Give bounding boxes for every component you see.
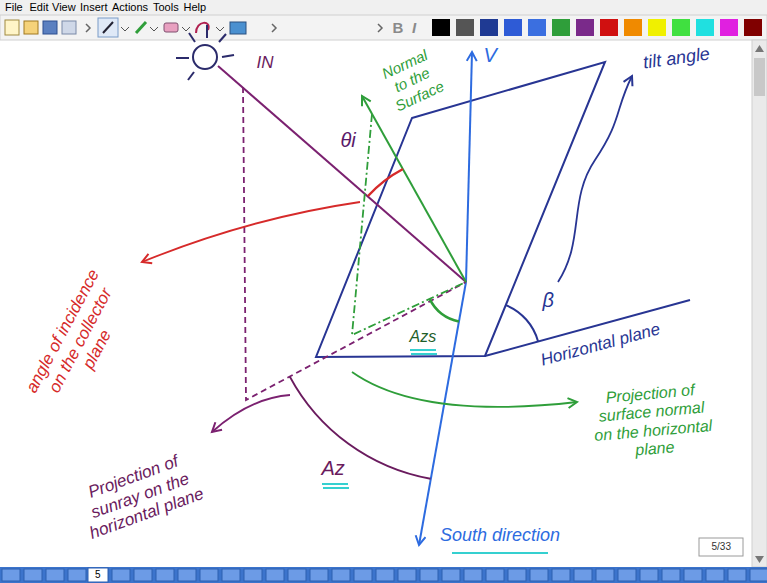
sun-ray bbox=[188, 72, 194, 80]
toolbar-icon bbox=[5, 20, 19, 35]
angle-label: θi bbox=[340, 129, 357, 152]
color-swatch bbox=[528, 19, 546, 36]
color-swatch bbox=[480, 19, 498, 36]
sun-ray bbox=[219, 34, 226, 42]
color-swatch bbox=[744, 19, 762, 36]
page-tab-label: 5 bbox=[95, 569, 101, 581]
azimuth-arc bbox=[290, 377, 431, 479]
current-page-tab bbox=[88, 568, 108, 582]
sun-ray bbox=[176, 57, 189, 59]
color-swatch bbox=[600, 19, 618, 36]
vertical-axis bbox=[466, 52, 472, 282]
color-swatch bbox=[648, 19, 666, 36]
plane-label: Horizontal plane bbox=[537, 319, 663, 370]
surface-normal bbox=[362, 96, 466, 282]
menu-item: Edit bbox=[30, 1, 49, 14]
menu-item: View bbox=[52, 1, 76, 14]
surface-azimuth-arc bbox=[430, 299, 459, 322]
toolbar-icons bbox=[5, 18, 382, 37]
color-swatch bbox=[624, 19, 642, 36]
dropdown-icon bbox=[150, 27, 158, 31]
leader-line bbox=[212, 395, 290, 432]
tilt-angle-pointer bbox=[558, 76, 632, 282]
scroll-thumb bbox=[754, 58, 765, 96]
menu-bar bbox=[0, 0, 767, 15]
axis-label: V bbox=[483, 44, 498, 67]
toolbar bbox=[0, 15, 767, 40]
page-tab-bar bbox=[0, 567, 767, 583]
annotation: Normal to the Surface bbox=[374, 44, 450, 116]
toolbar-icon bbox=[62, 21, 76, 34]
axis-label: South direction bbox=[439, 525, 561, 546]
toolbar-button bbox=[98, 18, 118, 37]
color-swatch bbox=[696, 19, 714, 36]
sun-ray bbox=[189, 33, 195, 42]
annotation: tilt angle bbox=[640, 43, 711, 73]
ray-label: IN bbox=[256, 53, 275, 73]
annotation: Projection of sunray on the horizontal p… bbox=[63, 443, 216, 547]
color-swatch bbox=[456, 19, 474, 36]
color-swatch bbox=[576, 19, 594, 36]
toolbar-chevron bbox=[378, 24, 382, 32]
leader-line bbox=[352, 372, 577, 407]
toolbar-chevron bbox=[272, 24, 276, 32]
normal-projection bbox=[352, 114, 466, 335]
underline bbox=[411, 353, 437, 355]
toolbar-button: I bbox=[412, 19, 416, 36]
color-swatch bbox=[720, 19, 738, 36]
sun-ray bbox=[206, 25, 208, 38]
sun-disc bbox=[193, 45, 217, 69]
toolbar-icon bbox=[230, 22, 246, 34]
annotation: angle of incidence on the collector plan… bbox=[18, 259, 141, 421]
menu-item: File bbox=[5, 1, 23, 14]
scroll-arrow bbox=[755, 45, 764, 52]
dropdown-icon bbox=[121, 27, 129, 31]
angle-label: Az bbox=[321, 457, 346, 480]
dropdown-icon bbox=[216, 27, 224, 31]
page-tabs bbox=[0, 567, 767, 583]
underline bbox=[322, 483, 348, 485]
toolbar-icon bbox=[24, 21, 38, 34]
color-swatch bbox=[672, 19, 690, 36]
dropdown-icon bbox=[182, 27, 190, 31]
scroll-arrow bbox=[755, 556, 764, 563]
toolbar-button: B bbox=[393, 19, 404, 36]
toolbar-chevron bbox=[86, 24, 90, 32]
underline bbox=[452, 552, 548, 554]
angle-label: β bbox=[542, 289, 555, 312]
eraser-icon bbox=[164, 23, 178, 32]
menu-item: Actions bbox=[112, 1, 148, 14]
underline bbox=[323, 487, 349, 489]
highlighter-icon bbox=[136, 22, 146, 33]
underlines bbox=[322, 350, 548, 553]
color-swatch bbox=[504, 19, 522, 36]
color-swatch bbox=[432, 19, 450, 36]
south-axis bbox=[419, 282, 466, 545]
pen-icon bbox=[103, 22, 113, 33]
color-swatch bbox=[552, 19, 570, 36]
toolbar-icon bbox=[43, 21, 57, 34]
scrollbar bbox=[752, 40, 767, 567]
color-swatches bbox=[432, 19, 762, 36]
tilt-angle-arc bbox=[506, 305, 538, 341]
underline bbox=[410, 349, 436, 351]
page-counter: 5/33 bbox=[712, 541, 731, 553]
sun-ray bbox=[222, 55, 234, 57]
angle-label: Azs bbox=[409, 328, 438, 346]
leader-line bbox=[142, 202, 360, 262]
incidence-angle-arc bbox=[368, 169, 403, 196]
sunray-projection bbox=[243, 87, 466, 400]
menu-item: Tools bbox=[153, 1, 179, 14]
menu-item: Insert bbox=[80, 1, 108, 14]
page-counter-box bbox=[699, 538, 743, 556]
menu-item: Help bbox=[184, 1, 207, 14]
annotation: Projection of surface normal on the hori… bbox=[586, 380, 719, 464]
